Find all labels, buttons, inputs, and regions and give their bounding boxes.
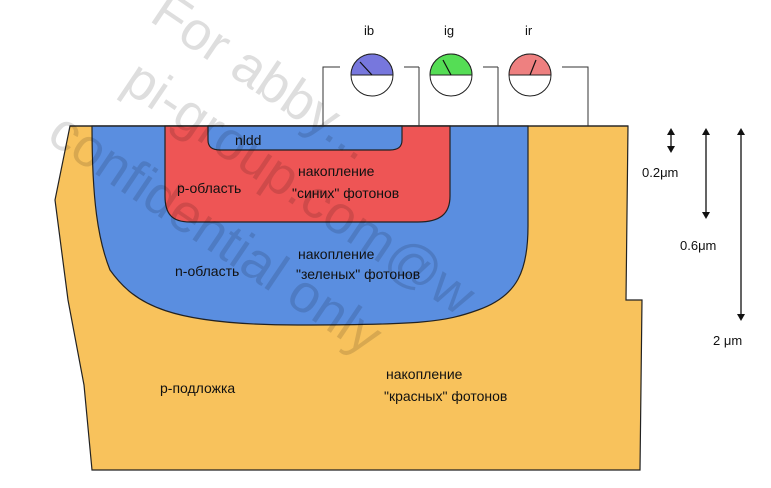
meter-ir: ir [508,23,552,97]
depth-arrows [667,128,745,321]
meter-ig-label: ig [444,23,454,38]
nldd-region [207,125,403,151]
depth-label-0-6: 0.6μm [680,238,716,253]
meter-ib-label: ib [364,23,374,38]
red-accumulation-line1: накопление [386,366,463,382]
red-accumulation-line2: "красных" фотонов [384,388,507,404]
meter-ig-needle [442,59,452,76]
meter-ir-top [508,53,552,76]
meter-ig-top [429,53,473,76]
meter-ib: ib [350,23,394,97]
meter-ib-top [350,53,394,76]
p-region-label: p-область [177,180,241,196]
p-substrate-label: p-подложка [160,380,235,396]
meter-circuit [322,66,589,126]
meter-ib-needle [359,61,373,76]
blue-accumulation-line2: "синих" фотонов [292,185,399,201]
meter-ir-label: ir [525,23,533,38]
nldd-label: nldd [235,132,261,148]
n-region-label: n-область [175,263,239,279]
meter-ir-needle [529,59,537,76]
depth-label-0-2: 0.2μm [642,165,678,180]
blue-accumulation-line1: накопление [298,163,375,179]
depth-label-2: 2 μm [713,333,742,348]
green-accumulation-line1: накопление [298,246,375,262]
green-accumulation-line2: "зеленых" фотонов [296,266,420,282]
meter-ig: ig [429,23,473,97]
